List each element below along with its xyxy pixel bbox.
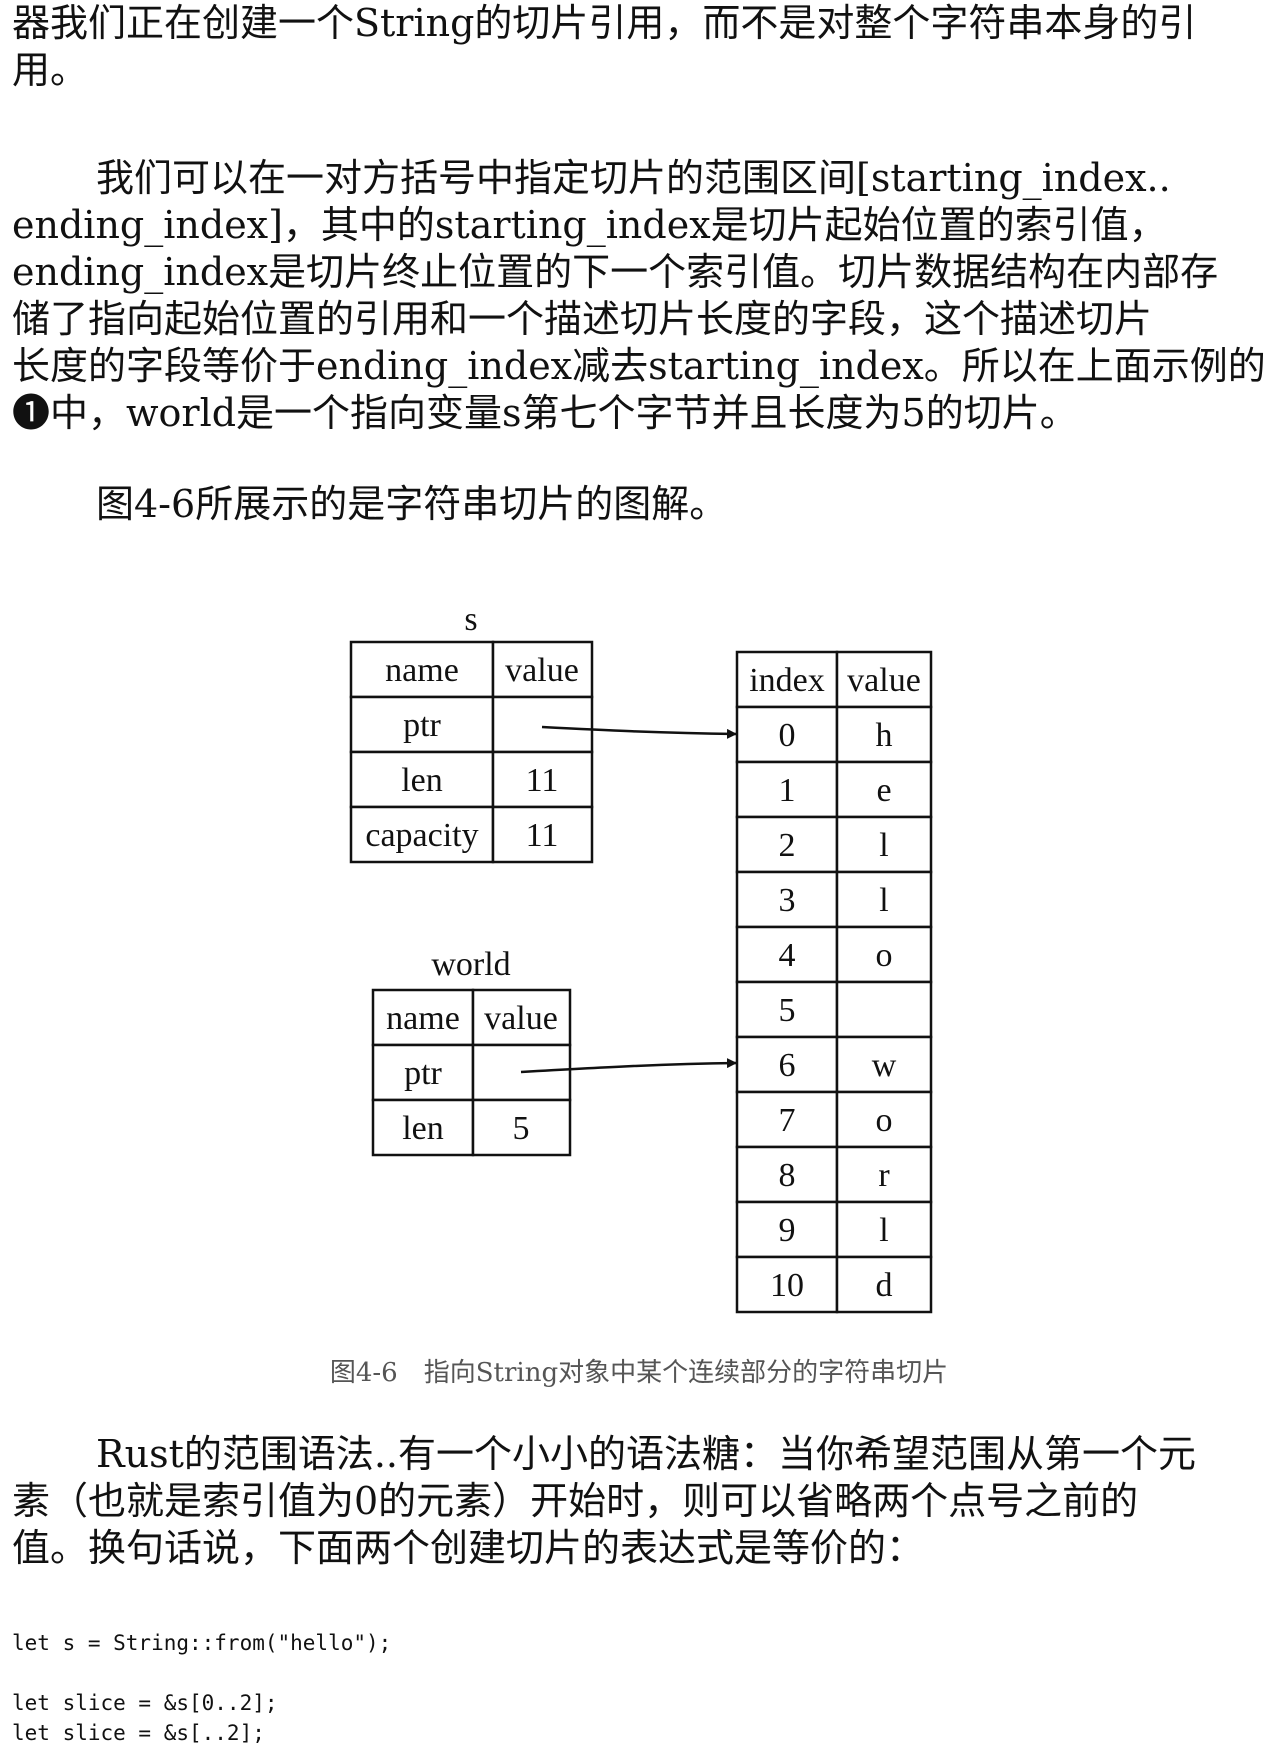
heap-index-cell: [735, 925, 839, 984]
heap-index-label: 6: [779, 1047, 796, 1084]
heap-index-cell: [735, 870, 839, 929]
heap-value-label: w: [872, 1047, 897, 1084]
text-line: 长度的字段等价于ending_index减去starting_index。所以在…: [12, 344, 1266, 388]
world-table-title: world: [431, 946, 510, 983]
heap-header-index: index: [749, 662, 825, 699]
heap-value-label: l: [879, 1212, 888, 1249]
text-line: 图4-6所展示的是字符串切片的图解。: [96, 482, 728, 526]
heap-value-label: d: [876, 1267, 893, 1304]
heap-value-cell: [835, 1255, 933, 1314]
heap-value-cell: [835, 1035, 933, 1094]
world-row-len-value-cell: [471, 1098, 572, 1157]
world-ptr-arrow: [520, 1058, 738, 1074]
heap-index-cell: [735, 760, 839, 819]
text-line: 用。: [12, 48, 89, 92]
s-row-len-value-cell: [491, 750, 594, 809]
s-row-len-value: 11: [526, 762, 559, 799]
heap-value-cell: [835, 925, 933, 984]
heap-index-label: 0: [779, 717, 796, 754]
text-line: ending_index是切片终止位置的下一个索引值。切片数据结构在内部存: [12, 250, 1219, 294]
heap-index-label: 9: [779, 1212, 796, 1249]
text-line: Rust的范围语法..有一个小小的语法糖：当你希望范围从第一个元: [96, 1432, 1197, 1476]
heap-index-label: 3: [779, 882, 796, 919]
s-header-name: name: [385, 652, 459, 689]
world-row-ptr-name: ptr: [404, 1055, 442, 1092]
heap-value-label: l: [879, 827, 888, 864]
s-row-capacity-name: capacity: [365, 817, 478, 854]
heap-index-label: 8: [779, 1157, 796, 1194]
text-line: 素（也就是索引值为0的元素）开始时，则可以省略两个点号之前的: [12, 1479, 1139, 1523]
heap-value-label: r: [878, 1157, 890, 1194]
heap-value-label: l: [879, 882, 888, 919]
s-header-value: value: [505, 652, 579, 689]
heap-value-cell: [835, 1145, 933, 1204]
heap-value-label: e: [876, 772, 891, 809]
heap-value-cell: [835, 815, 933, 874]
s-row-ptr-name: ptr: [403, 707, 441, 744]
text-line: 我们可以在一对方括号中指定切片的范围区间[starting_index..: [96, 156, 1171, 200]
heap-index-label: 5: [779, 992, 796, 1029]
heap-header-value: value: [847, 662, 921, 699]
text-line: 值。换句话说，下面两个创建切片的表达式是等价的：: [12, 1526, 925, 1570]
world-header-name: name: [386, 1000, 460, 1037]
heap-value-cell: [835, 980, 933, 1039]
heap-value-cell: [835, 760, 933, 819]
code-line: let slice = &s[0..2];: [12, 1691, 278, 1715]
world-row-len-name-cell: [371, 1098, 475, 1157]
paragraph-range-sugar: Rust的范围语法..有一个小小的语法糖：当你希望范围从第一个元 素（也就是索引…: [12, 1431, 1270, 1572]
heap-value-cell: [835, 1090, 933, 1149]
code-line: let slice = &s[..2];: [12, 1721, 265, 1745]
heap-value-label: o: [876, 937, 893, 974]
s-ptr-arrow: [541, 725, 738, 739]
heap-value-label: o: [876, 1102, 893, 1139]
heap-index-label: 7: [779, 1102, 796, 1139]
world-row-len-value: 5: [513, 1110, 530, 1147]
s-table-title: s: [464, 601, 477, 638]
world-header-value: value: [484, 1000, 558, 1037]
figure-caption: 图4-6 指向String对象中某个连续部分的字符串切片: [329, 1358, 949, 1388]
code-block: let s = String::from("hello"); let slice…: [12, 1628, 391, 1748]
world-row-len-name: len: [402, 1110, 444, 1147]
heap-index-label: 4: [779, 937, 796, 974]
string-slice-diagram: s name value ptr len 11 capacity 11 worl…: [349, 601, 933, 1314]
paragraph-figure-intro: 图4-6所展示的是字符串切片的图解。: [12, 481, 1270, 528]
paragraph-range-syntax: 我们可以在一对方括号中指定切片的范围区间[starting_index.. en…: [12, 155, 1270, 437]
world-table: world name value ptr len 5: [371, 946, 572, 1157]
world-header-value-cell: [471, 988, 572, 1047]
code-line: let s = String::from("hello");: [12, 1631, 392, 1655]
text-line: 储了指向起始位置的引用和一个描述切片长度的字段，这个描述切片: [12, 297, 1153, 341]
s-row-ptr-name-cell: [349, 695, 495, 754]
heap-index-cell: [735, 980, 839, 1039]
heap-index-cell: [735, 1145, 839, 1204]
s-table: s name value ptr len 11 capacity 11: [349, 601, 594, 864]
s-row-ptr-value-cell: [491, 695, 594, 754]
s-row-len-name-cell: [349, 750, 495, 809]
heap-value-cell: [835, 870, 933, 929]
text-line: ❶中，world是一个指向变量s第七个字节并且长度为5的切片。: [12, 391, 1078, 435]
text-line: 器我们正在创建一个String的切片引用，而不是对整个字符串本身的引: [12, 1, 1197, 45]
heap-index-cell: [735, 815, 839, 874]
s-header-value-cell: [491, 640, 594, 699]
world-header-name-cell: [371, 988, 475, 1047]
heap-index-label: 10: [770, 1267, 804, 1304]
text-line: ending_index]，其中的starting_index是切片起始位置的索…: [12, 203, 1167, 247]
heap-value-label: h: [876, 717, 893, 754]
s-row-capacity-value-cell: [491, 805, 594, 864]
heap-index-label: 2: [779, 827, 796, 864]
paragraph-slice-reference: 器我们正在创建一个String的切片引用，而不是对整个字符串本身的引 用。: [12, 0, 1270, 94]
s-row-capacity-value: 11: [526, 817, 559, 854]
heap-table: index value 0 h 1 e 2 l 3 l 4 o 5 6 w 7 o 8 r 9 l 10 d: [735, 650, 933, 1314]
s-row-len-name: len: [401, 762, 443, 799]
heap-index-label: 1: [779, 772, 796, 809]
